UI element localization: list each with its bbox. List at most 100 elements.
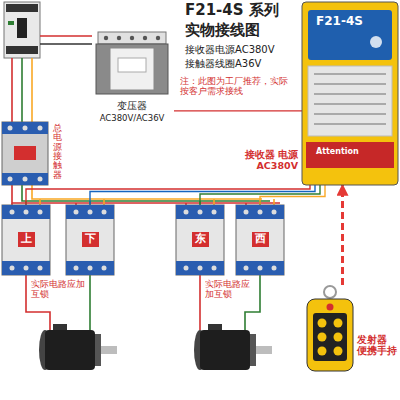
terminal-screw — [102, 210, 107, 215]
terminal-screw — [38, 126, 43, 131]
terminal-screw — [23, 177, 28, 182]
sticker-line — [314, 123, 386, 125]
node-heading: 接收器 电源AC380V — [234, 150, 298, 172]
motor-body — [45, 330, 95, 370]
power-wires — [12, 36, 280, 330]
terminal-screw — [88, 266, 93, 271]
bus-dropper — [273, 199, 275, 205]
motor-wire — [199, 275, 201, 330]
transmitter: 发射器 便携手持 — [305, 285, 355, 373]
breaker-lever — [17, 18, 27, 38]
terminal-screw — [198, 266, 203, 271]
signal-arrow — [341, 185, 344, 285]
motor-wire — [26, 275, 50, 330]
terminal-screw — [8, 126, 13, 131]
node-label: 变压器 — [92, 100, 172, 112]
motor — [39, 324, 117, 370]
motor-shaft — [101, 346, 117, 354]
terminal-screw — [8, 177, 13, 182]
warning-note: 注：此图为工厂推荐，实际按客户需求接线 — [180, 76, 295, 97]
terminal-screw — [212, 266, 217, 271]
terminal-screw — [88, 210, 93, 215]
contactor: 上 — [2, 205, 50, 275]
terminal-screw — [244, 210, 249, 215]
terminal-screw — [130, 36, 134, 40]
interlock-note: 实际电路应加互锁 — [205, 279, 257, 300]
transformer-shape — [92, 28, 174, 140]
breaker-terminal — [6, 46, 38, 54]
wire — [21, 58, 23, 122]
motor-wire — [245, 275, 260, 330]
breaker-body — [4, 2, 40, 58]
terminal-screw — [74, 210, 79, 215]
terminal-strip — [2, 261, 50, 275]
terminal-screw — [10, 210, 15, 215]
breaker-indicator — [8, 21, 14, 25]
remote-button — [334, 319, 343, 328]
control-wire — [174, 110, 302, 111]
transmitter-shape — [305, 285, 355, 373]
terminal-screw — [272, 266, 277, 271]
terminal-screw — [38, 177, 43, 182]
circuit-breaker — [4, 2, 40, 58]
bus-wire — [22, 185, 270, 201]
terminal-screw — [23, 126, 28, 131]
sticker-line — [314, 113, 386, 115]
contactor-body — [176, 205, 224, 275]
node-label: 西 — [252, 232, 269, 247]
control-wire — [260, 185, 325, 205]
receiver-display — [308, 10, 392, 60]
terminal-screw — [198, 210, 203, 215]
sticker-line — [314, 103, 386, 105]
stop-button — [327, 304, 334, 311]
bus-dropper — [39, 199, 41, 205]
motor-wire — [89, 275, 91, 330]
sticker-line — [314, 93, 386, 95]
terminal-strip — [176, 205, 224, 219]
control-wire — [26, 185, 310, 205]
receiver-sticker — [308, 66, 392, 136]
terminal-strip — [236, 205, 284, 219]
contactor: 东 — [176, 205, 224, 275]
wire — [40, 35, 92, 37]
button-panel — [313, 313, 347, 361]
terminal-screw — [10, 266, 15, 271]
terminal-screw — [244, 266, 249, 271]
terminal-box — [53, 324, 67, 330]
contactor-body — [2, 122, 48, 185]
motor-body — [200, 330, 250, 370]
contactor-body — [2, 205, 50, 275]
receiver: 接收器 电源AC380VF21-4S — [302, 2, 398, 185]
terminal-screw — [104, 36, 108, 40]
terminal-strip — [236, 261, 284, 275]
terminal-screw — [212, 210, 217, 215]
terminal-block — [98, 32, 166, 44]
breaker-terminal — [6, 4, 38, 12]
terminal-screw — [184, 266, 189, 271]
terminal-screw — [258, 210, 263, 215]
wire — [40, 43, 92, 45]
main-contactor: 总电源接触器 — [0, 122, 70, 185]
display-icon — [370, 36, 382, 48]
terminal-screw — [143, 36, 147, 40]
transformer-core — [96, 44, 168, 94]
wire — [31, 58, 33, 122]
node-label: 上 — [18, 232, 35, 247]
motor-flange — [95, 334, 101, 366]
contactor: 下 — [66, 205, 114, 275]
terminal-screw — [258, 266, 263, 271]
warning-strip — [306, 142, 394, 168]
terminal-strip — [2, 205, 50, 219]
motor-flange — [250, 334, 256, 366]
remote-body — [307, 299, 353, 371]
terminal-screw — [74, 266, 79, 271]
bus-dropper — [213, 199, 215, 205]
terminal-strip — [66, 205, 114, 219]
spec-note: 接收器电源AC380V — [185, 44, 275, 56]
subtitle: 实物接线图 — [185, 22, 260, 39]
key-ring — [324, 286, 336, 298]
node-label: 总电源接触器 — [53, 124, 62, 180]
bus-dropper — [103, 199, 105, 205]
terminal-strip — [2, 122, 48, 134]
spec-note: 接触器线圈A36V — [185, 58, 261, 70]
